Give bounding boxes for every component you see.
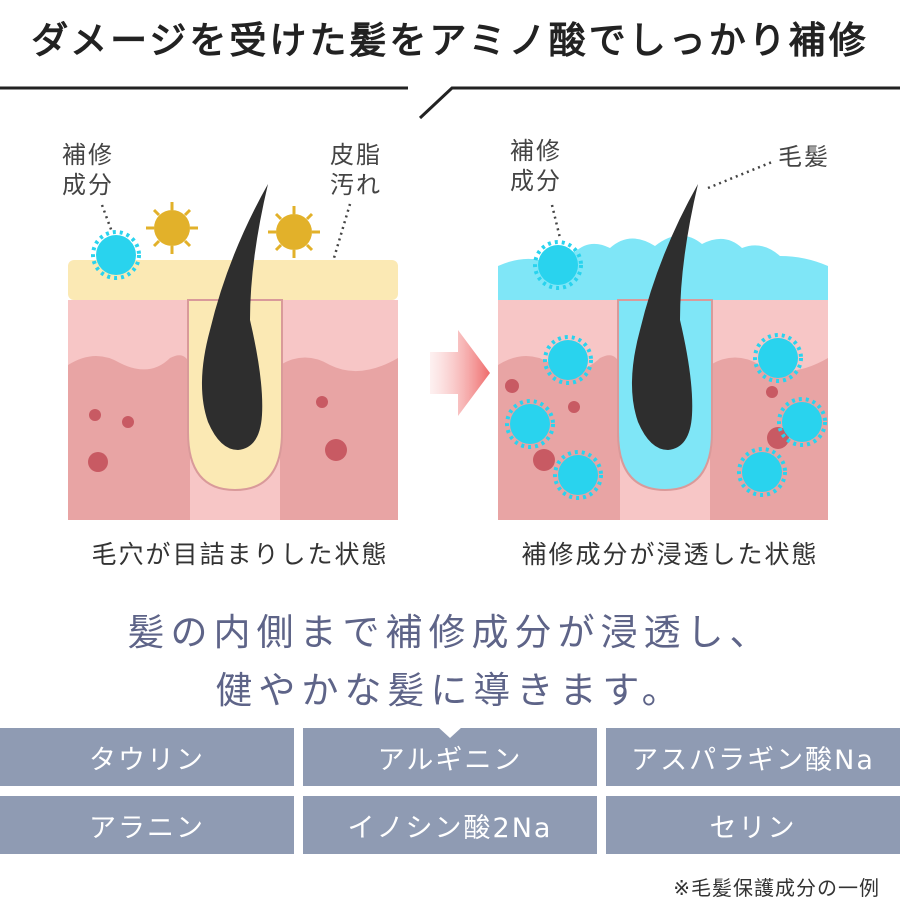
- ingredient-grid: タウリン アルギニン アスパラギン酸Na アラニン イノシン酸2Na セリン: [0, 727, 900, 858]
- dirt-particle: [268, 206, 320, 258]
- ingredient-cell: アスパラギン酸Na: [606, 728, 900, 786]
- ingredient-cell: イノシン酸2Na: [303, 796, 597, 854]
- hair-strand: [201, 184, 268, 450]
- arrow-right-icon: [430, 330, 490, 416]
- hair-strand: [631, 184, 698, 450]
- component-particles: [505, 240, 827, 500]
- caption-right: 補修成分が浸透した状態: [521, 540, 819, 569]
- dirt-particle: [146, 202, 198, 254]
- label-hair: 毛髪: [778, 143, 830, 171]
- headline-line-1: 髪の内側まで補修成分が浸透し、: [127, 611, 773, 654]
- right-diagram: [498, 160, 828, 520]
- left-diagram: [68, 184, 398, 520]
- title-underline: [0, 86, 900, 120]
- caption-left: 毛穴が目詰まりした状態: [91, 540, 389, 569]
- skin-lower-right: [280, 357, 398, 520]
- skin-lower-left: [68, 355, 190, 520]
- component-particle: [91, 230, 141, 280]
- label-component-right: 補修 成分: [510, 137, 562, 195]
- label-component-left: 補修 成分: [62, 141, 114, 199]
- label-sebum-dirt: 皮脂 汚れ: [330, 141, 382, 199]
- headline-line-2: 健やかな髪に導きます。: [215, 669, 685, 712]
- page-title: ダメージを受けた髪をアミノ酸でしっかり補修: [31, 18, 869, 62]
- ingredient-cell: タウリン: [0, 728, 294, 786]
- ingredient-cell: アラニン: [0, 796, 294, 854]
- ingredient-cell: セリン: [606, 796, 900, 854]
- footnote: ※毛髪保護成分の一例: [673, 876, 880, 900]
- grid-notch: [438, 727, 462, 738]
